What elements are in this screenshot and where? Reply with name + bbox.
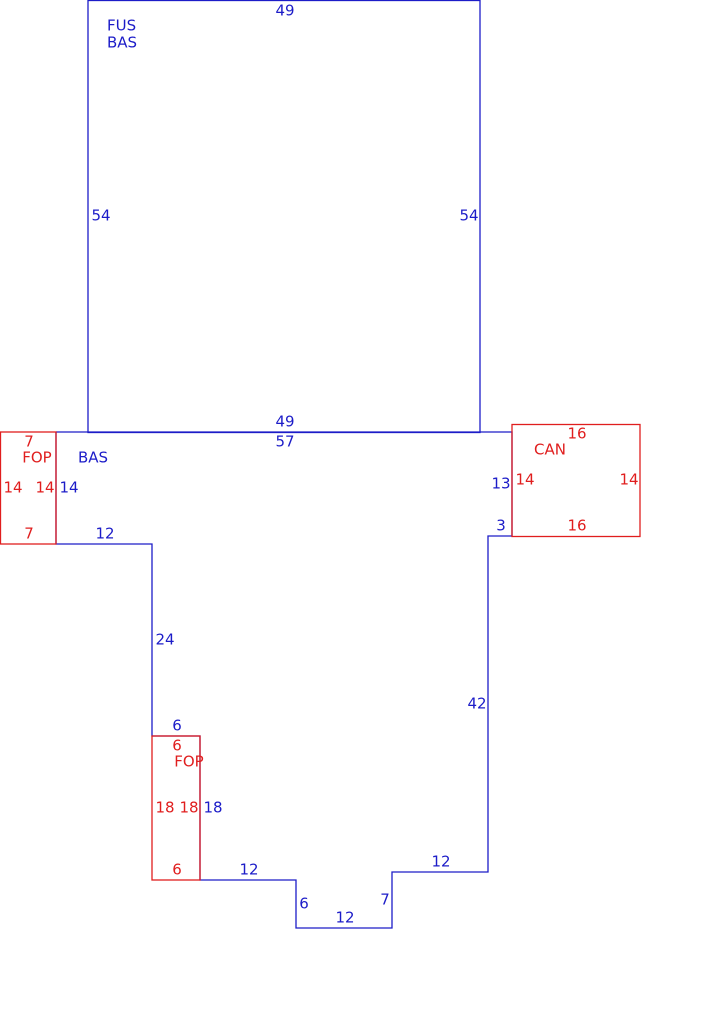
left-porch-right-dimension: 14 (35, 479, 54, 497)
lower-porch-label: FOP (174, 753, 203, 771)
main-floor-label: BAS (78, 449, 108, 467)
main-right-upper-dimension: 13 (491, 475, 510, 493)
upper-bottom-dimension: 49 (275, 413, 294, 431)
main-inner-right-dimension: 7 (380, 891, 390, 909)
left-porch-outline (0, 431, 57, 545)
main-left-upper-dimension: 14 (59, 479, 78, 497)
main-bottom-left-dimension: 12 (239, 861, 258, 879)
left-porch-top-dimension: 7 (24, 433, 34, 451)
canopy-area: CAN 16 16 14 14 (511, 423, 641, 538)
left-porch-left-dimension: 14 (3, 479, 22, 497)
main-left-lower-dimension: 24 (155, 631, 174, 649)
main-top-dimension: 57 (275, 433, 294, 451)
main-right-step-dimension: 3 (496, 517, 506, 535)
main-bottom-right-dimension: 12 (431, 853, 450, 871)
lower-porch-outline (151, 735, 201, 881)
upper-floor-area: FUS BAS 49 49 54 54 (87, 0, 481, 434)
main-notch-side-dimension: 18 (203, 799, 222, 817)
lower-porch-left-dimension: 18 (155, 799, 174, 817)
main-left-step-dimension: 12 (95, 525, 114, 543)
lower-porch-bottom-dimension: 6 (172, 861, 182, 879)
lower-porch-right-dimension: 18 (179, 799, 198, 817)
lower-porch-area: FOP 6 6 18 18 (151, 735, 204, 881)
main-floor-outline (55, 431, 513, 929)
canopy-right-dimension: 14 (619, 471, 638, 489)
main-inner-left-dimension: 6 (299, 895, 309, 913)
canopy-top-dimension: 16 (567, 425, 586, 443)
left-porch-label: FOP (22, 449, 51, 467)
canopy-bottom-dimension: 16 (567, 517, 586, 535)
main-inner-bottom-dimension: 12 (335, 909, 354, 927)
left-porch-bottom-dimension: 7 (24, 525, 34, 543)
upper-floor-label-2: BAS (107, 34, 137, 52)
upper-floor-outline (87, 0, 481, 434)
upper-right-dimension: 54 (459, 207, 478, 225)
main-right-lower-dimension: 42 (467, 695, 486, 713)
upper-left-dimension: 54 (91, 207, 110, 225)
canopy-label: CAN (534, 441, 566, 459)
canopy-left-dimension: 14 (515, 471, 534, 489)
main-floor-area: BAS 57 14 12 24 6 18 12 6 12 7 12 42 3 1… (55, 431, 513, 929)
lower-porch-top-dimension: 6 (172, 737, 182, 755)
left-porch-area: FOP 7 7 14 14 (0, 431, 57, 545)
upper-top-dimension: 49 (275, 2, 294, 20)
main-notch-top-dimension: 6 (172, 717, 182, 735)
canopy-outline (511, 423, 641, 538)
upper-floor-label: FUS (107, 17, 136, 35)
